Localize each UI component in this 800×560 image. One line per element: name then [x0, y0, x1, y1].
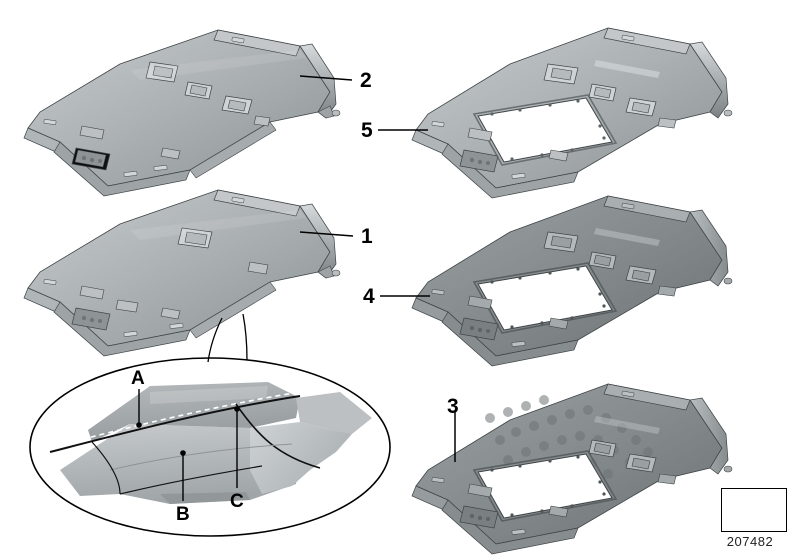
callout-label-4: 4 — [363, 285, 375, 308]
dot-a — [136, 422, 142, 428]
detail-label-c: C — [230, 491, 244, 512]
detail-ellipse-outline — [29, 357, 391, 537]
callout-label-1: 1 — [361, 225, 373, 248]
detail-label-b: B — [176, 504, 190, 525]
part-2-headliner-plain — [23, 29, 341, 197]
part-4-headliner-sunroof — [411, 195, 733, 367]
view-direction-box — [721, 488, 787, 532]
callout-label-5: 5 — [361, 119, 373, 142]
dot-c — [234, 406, 240, 412]
callout-label-3: 3 — [447, 395, 459, 418]
part-5-headliner-sunroof — [411, 27, 733, 199]
detail-view-ellipse — [29, 313, 391, 537]
dot-b — [180, 450, 186, 456]
detail-connector-right — [242, 313, 248, 361]
callout-leaders — [299, 75, 456, 462]
leader-1 — [299, 231, 354, 237]
detail-label-a: A — [131, 368, 145, 389]
diagram-number: 207482 — [726, 534, 774, 549]
part-1-headliner-plain — [23, 189, 341, 357]
part-3-headliner-sunroof-textured — [411, 383, 733, 555]
leader-2 — [299, 75, 353, 81]
callout-label-2: 2 — [360, 69, 372, 92]
